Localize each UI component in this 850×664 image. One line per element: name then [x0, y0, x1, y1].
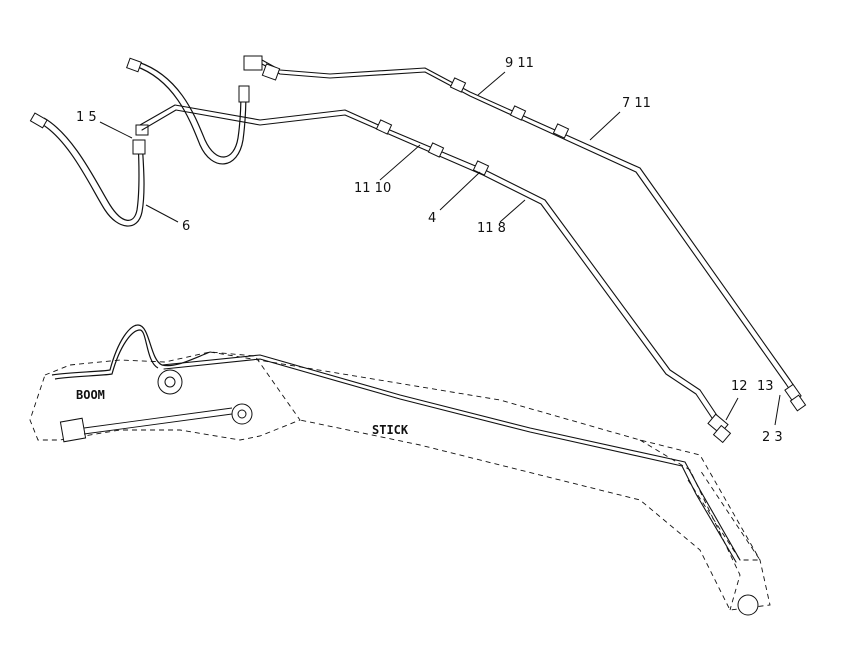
callout-2-3: 2 3	[762, 430, 783, 445]
tube-lower-8	[139, 104, 732, 444]
callout-9-11: 9 11	[505, 56, 534, 71]
leader-lines	[99, 71, 781, 426]
tube-upper-7	[244, 59, 807, 412]
callout-4: 4	[428, 211, 436, 226]
callout-12: 12	[731, 379, 748, 394]
label-stick: STICK	[372, 423, 409, 437]
callout-6: 6	[182, 219, 190, 234]
hose-assembly-left	[29, 112, 149, 227]
connector-block	[243, 55, 281, 81]
callout-11-8: 11 8	[477, 221, 506, 236]
callout-1-5: 1 5	[76, 110, 97, 125]
hose-assembly-middle	[126, 57, 250, 165]
boom-stick-outline	[29, 324, 771, 616]
label-boom: BOOM	[76, 388, 105, 402]
callout-13: 13	[757, 379, 774, 394]
callout-11-10: 11 10	[354, 181, 391, 196]
callout-7-11: 7 11	[622, 96, 651, 111]
